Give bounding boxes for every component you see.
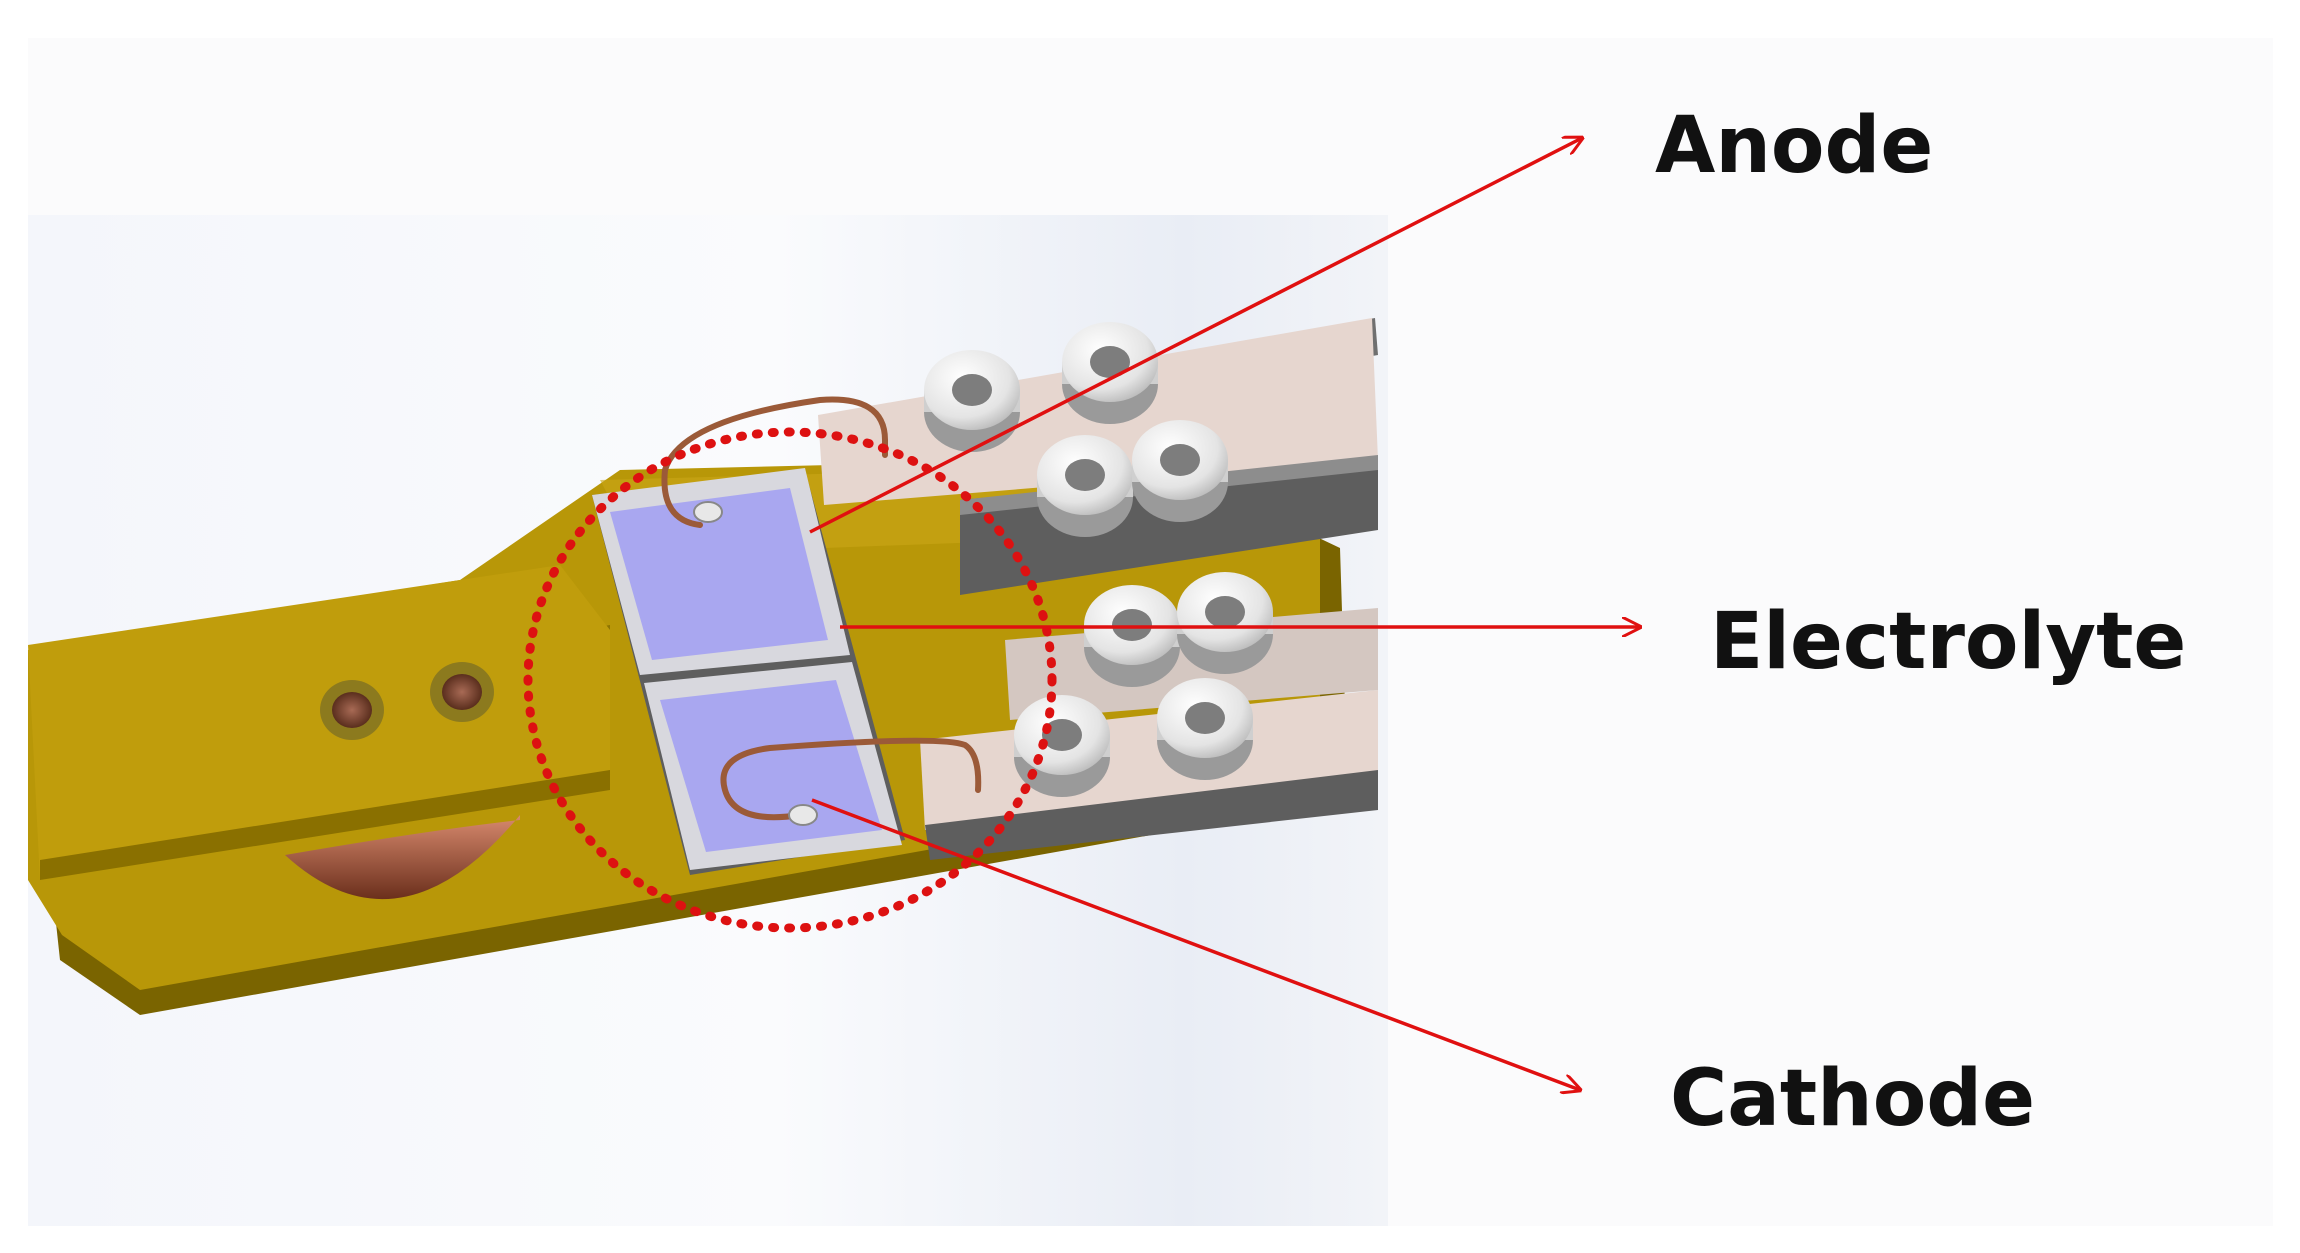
raised-plate: [28, 565, 610, 880]
ring-terminal-icon: [1037, 435, 1133, 537]
ring-terminal-icon: [1157, 678, 1253, 780]
ring-terminal-icon: [1132, 420, 1228, 522]
anode-cell: [610, 488, 828, 660]
hole-icon: [332, 692, 372, 728]
ring-terminal-icon: [1014, 695, 1110, 797]
cathode-contact: [788, 804, 818, 826]
hole-icon: [442, 674, 482, 710]
battery-cells: [592, 468, 905, 875]
cathode-cell: [660, 680, 882, 852]
cathode-arrow: [811, 798, 1580, 1090]
raised-plate-front: [40, 770, 610, 880]
ring-terminal-icon: [1062, 322, 1158, 424]
cathode-wire: [720, 737, 982, 821]
ring-terminal-icon: [1177, 572, 1273, 674]
mounting-holes: [320, 662, 494, 740]
half-moon-cutout: [285, 815, 520, 900]
connector-block: [920, 690, 1378, 830]
anode-contact: [693, 501, 723, 523]
wires: [661, 396, 982, 821]
anode-label: Anode: [1655, 101, 1933, 191]
cathode-label: Cathode: [1670, 1054, 2035, 1144]
ring-terminal-icon: [924, 350, 1020, 452]
highlight-dotted-circle: [523, 427, 1057, 933]
ring-terminal-icon: [1084, 585, 1180, 687]
callout-arrows: [809, 138, 1640, 1090]
electrolyte-label: Electrolyte: [1710, 597, 2186, 687]
connector-base: [925, 770, 1378, 860]
anode-wire: [661, 396, 888, 528]
anode-arrow: [809, 138, 1582, 534]
